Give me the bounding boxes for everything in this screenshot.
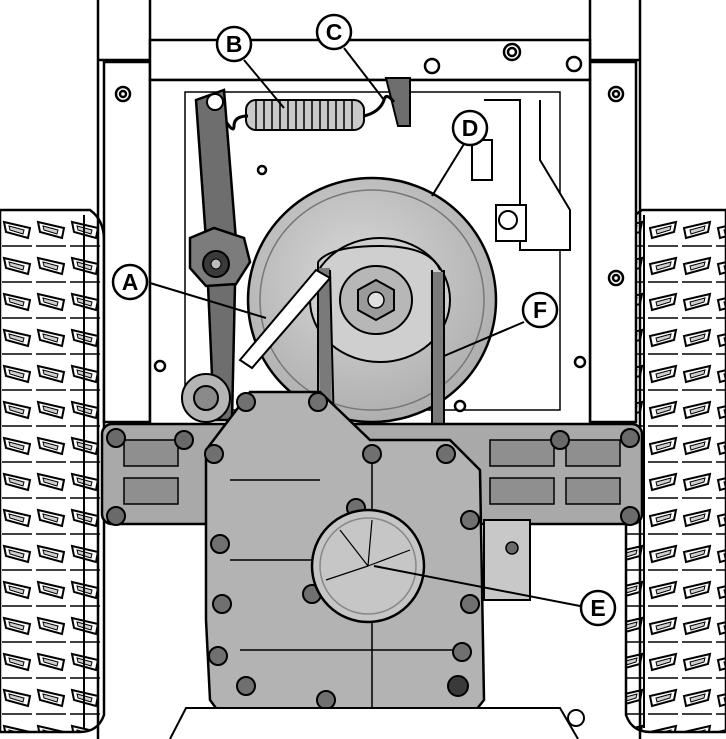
callout-b: B bbox=[215, 25, 285, 109]
callout-d-label: D bbox=[462, 115, 479, 141]
callout-e: E bbox=[373, 565, 617, 627]
callout-c: C bbox=[315, 13, 385, 101]
callout-e-label: E bbox=[590, 595, 605, 621]
callout-c-label: C bbox=[326, 19, 343, 45]
callout-f-label: F bbox=[533, 297, 547, 323]
right-rear-tire bbox=[624, 208, 726, 734]
tension-spring bbox=[218, 99, 365, 131]
clutch-arm bbox=[181, 88, 252, 423]
left-rear-tire bbox=[0, 208, 106, 734]
callout-b-label: B bbox=[226, 31, 243, 57]
drive-pulley bbox=[246, 176, 498, 424]
idler-bracket bbox=[471, 99, 571, 251]
callout-d: D bbox=[431, 109, 489, 197]
callout-a: A bbox=[111, 263, 267, 319]
transaxle-fan bbox=[310, 508, 426, 624]
belt-guide bbox=[238, 268, 332, 370]
callout-f: F bbox=[443, 291, 559, 357]
rear-bracket bbox=[169, 707, 585, 739]
callout-a-label: A bbox=[122, 269, 139, 295]
